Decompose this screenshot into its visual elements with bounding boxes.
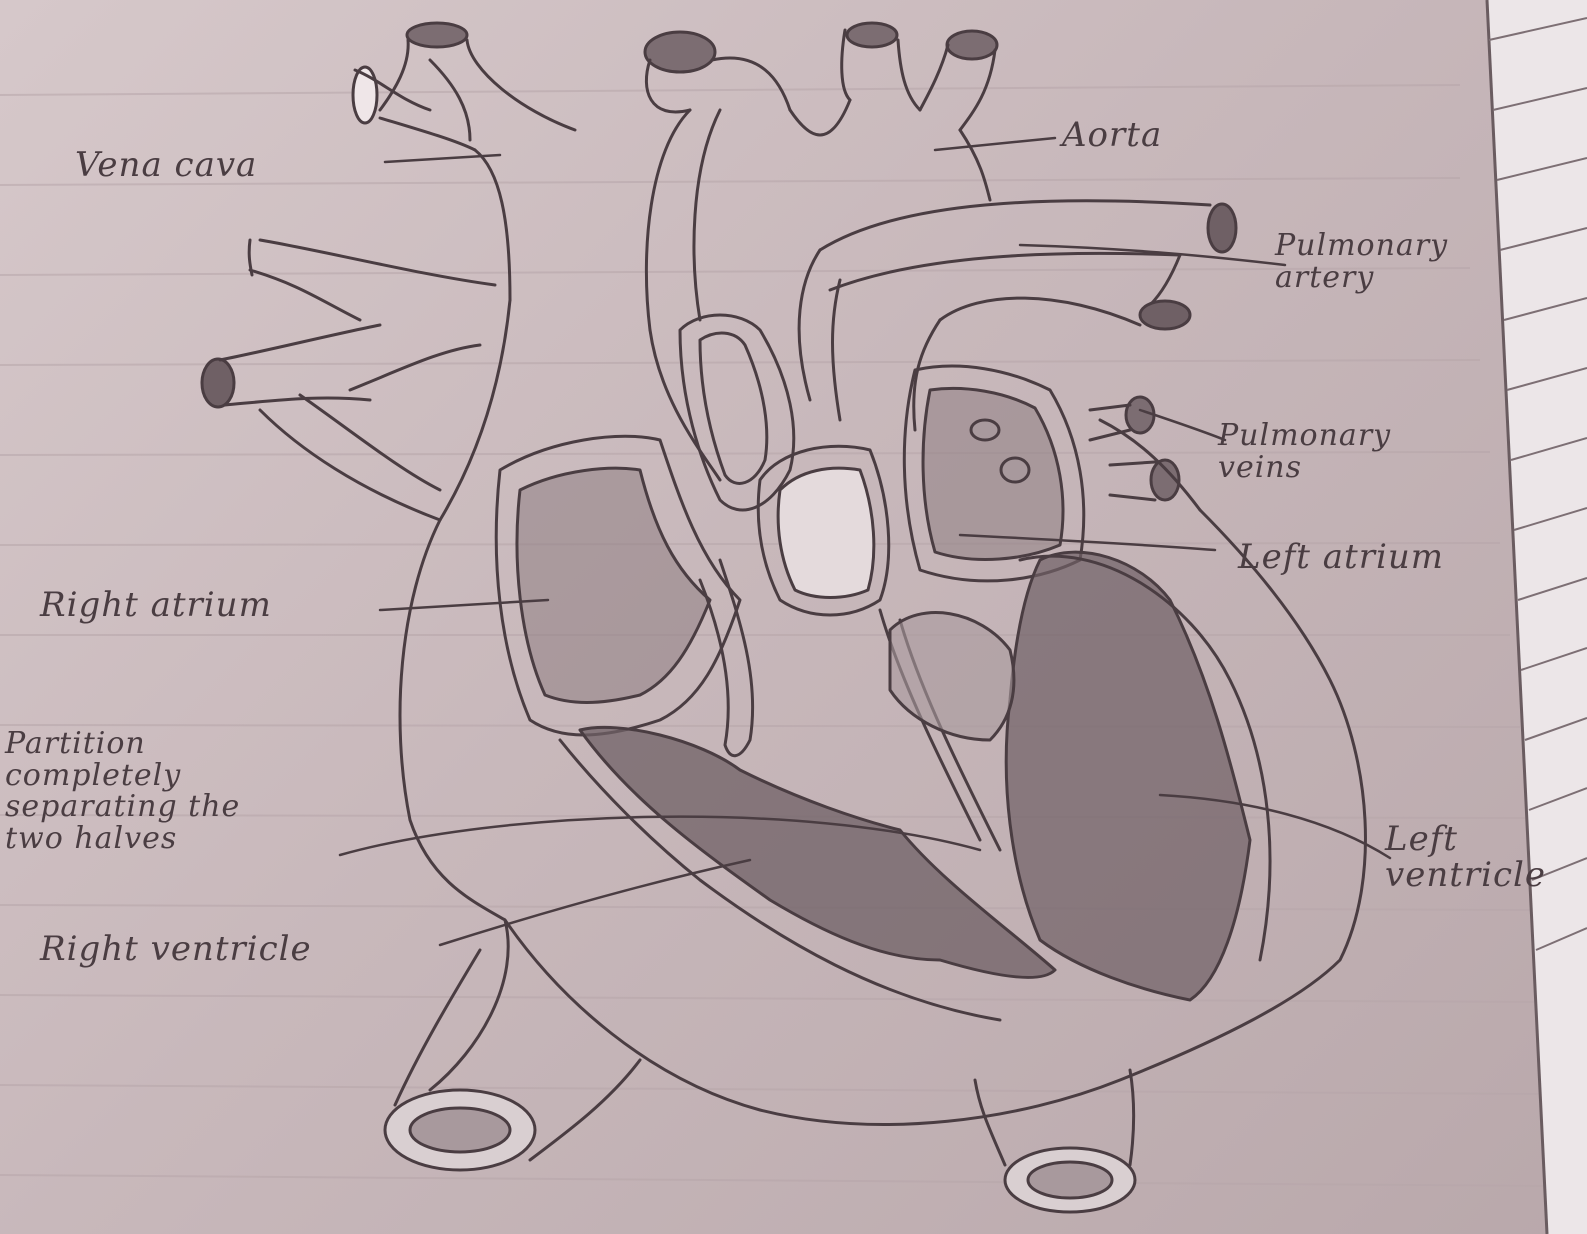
label-aorta: Aorta (1062, 118, 1162, 154)
label-pulmonary-artery: Pulmonary artery (1275, 230, 1465, 293)
inferior-vena-cava (385, 950, 640, 1170)
left-side-vessels (202, 240, 495, 520)
pulmonary-artery (799, 201, 1236, 420)
leader-aorta (935, 138, 1055, 150)
label-right-ventricle: Right ventricle (40, 932, 312, 968)
label-vena-cava: Vena cava (75, 148, 257, 184)
label-partition: Partition completely separating the two … (5, 728, 345, 854)
right-ventricle-chamber (560, 727, 1055, 1020)
superior-vena-cava (353, 23, 575, 520)
label-left-atrium: Left atrium (1238, 540, 1444, 576)
pulmonary-veins (1090, 397, 1179, 500)
left-atrium-chamber (904, 366, 1083, 581)
label-left-ventricle: Left ventricle (1385, 822, 1546, 893)
leader-right-ventricle (440, 860, 750, 945)
label-right-atrium: Right atrium (40, 588, 272, 624)
label-pulmonary-veins: Pulmonary veins (1218, 420, 1448, 483)
descending-aorta (975, 1070, 1135, 1212)
